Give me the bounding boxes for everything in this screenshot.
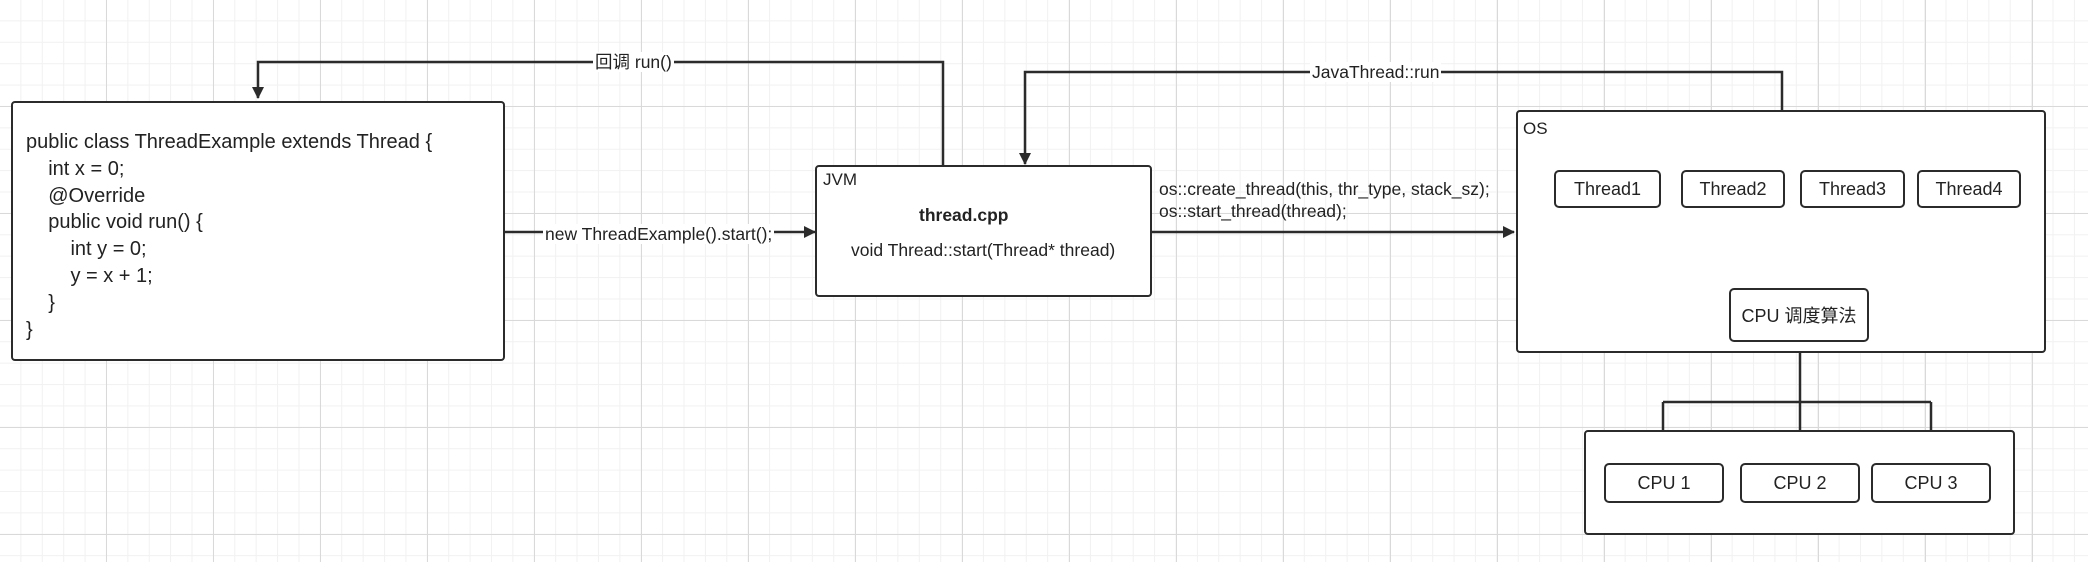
- jvm-label: JVM: [823, 170, 857, 189]
- code-line: int x = 0;: [26, 157, 125, 180]
- jvm-file-name: thread.cpp: [919, 205, 1009, 225]
- cpu-scheduler-node[interactable]: CPU 调度算法: [1729, 288, 1869, 342]
- code-block[interactable]: public class ThreadExample extends Threa…: [11, 101, 505, 361]
- os-call-start-thread: os::start_thread(thread);: [1159, 201, 1347, 221]
- cpu3-node[interactable]: CPU 3: [1871, 463, 1991, 503]
- edge-label-os-calls: os::create_thread(this, thr_type, stack_…: [1159, 178, 1490, 222]
- code-line: }: [26, 318, 33, 341]
- code-text: public class ThreadExample extends Threa…: [26, 129, 432, 343]
- code-line: @Override: [26, 184, 146, 207]
- edge-label-new-start: new ThreadExample().start();: [543, 224, 775, 244]
- cpu2-node[interactable]: CPU 2: [1740, 463, 1860, 503]
- thread3-node[interactable]: Thread3: [1800, 170, 1905, 208]
- jvm-method-signature: void Thread::start(Thread* thread): [851, 240, 1116, 260]
- jvm-box[interactable]: JVM thread.cpp void Thread::start(Thread…: [815, 165, 1152, 297]
- os-call-create-thread: os::create_thread(this, thr_type, stack_…: [1159, 179, 1490, 199]
- thread2-node[interactable]: Thread2: [1681, 170, 1785, 208]
- code-line: int y = 0;: [26, 238, 147, 261]
- thread4-node[interactable]: Thread4: [1917, 170, 2021, 208]
- thread1-node[interactable]: Thread1: [1554, 170, 1661, 208]
- os-label: OS: [1523, 119, 1548, 138]
- edge-label-java-thread-run: JavaThread::run: [1310, 62, 1442, 82]
- edge-label-callback-run: 回调 run(): [593, 52, 674, 72]
- cpu1-node[interactable]: CPU 1: [1604, 463, 1724, 503]
- code-line: public void run() {: [26, 211, 203, 234]
- code-line: }: [26, 291, 55, 314]
- code-line: y = x + 1;: [26, 264, 153, 287]
- code-line: public class ThreadExample extends Threa…: [26, 131, 433, 153]
